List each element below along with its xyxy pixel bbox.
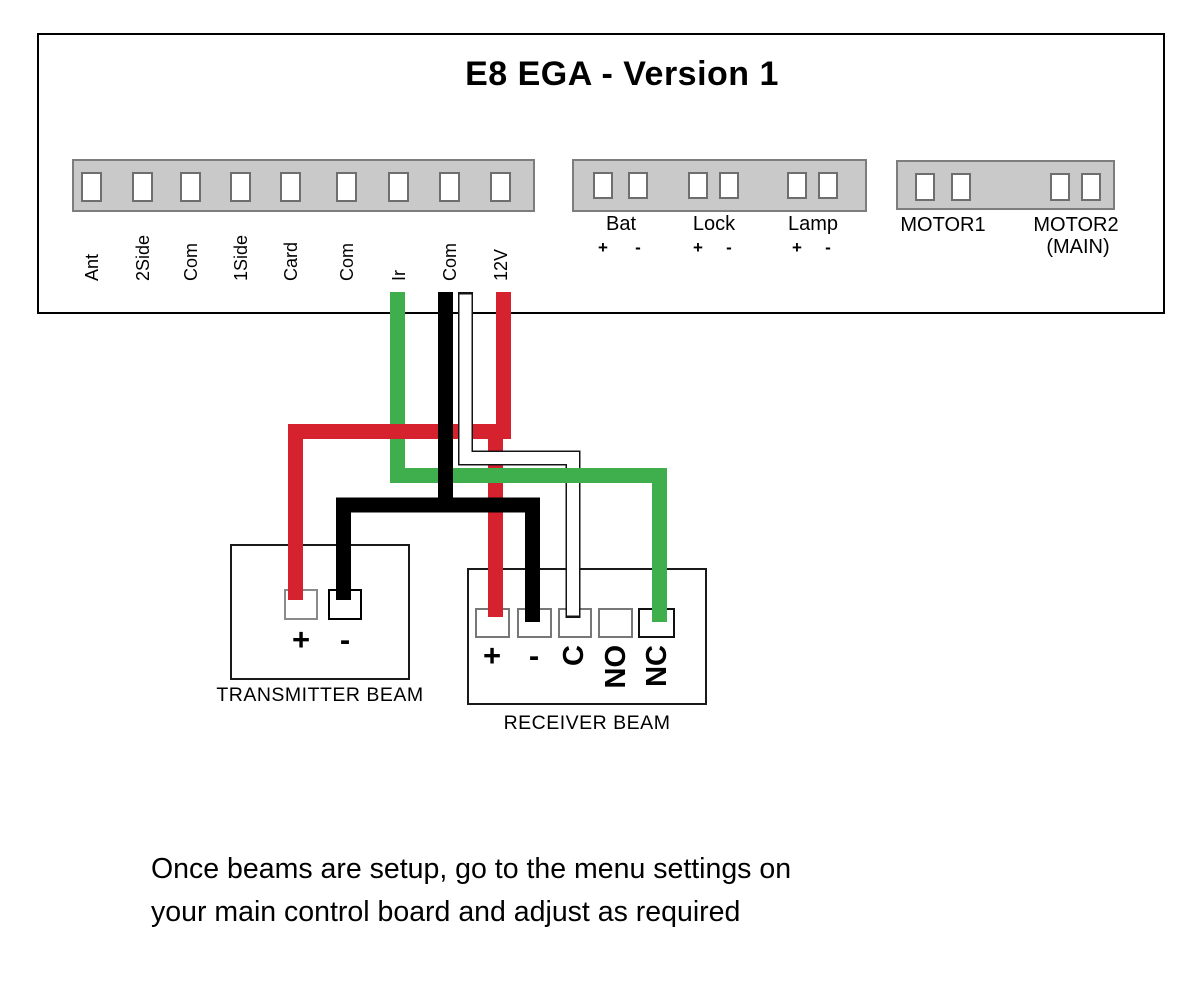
terminal-bat-minus [628,172,648,199]
terminal-com-3 [439,172,460,202]
terminal-12v [490,172,511,202]
terminal-ant [81,172,102,202]
label-2side: 2Side [133,234,153,281]
transmitter-minus-label: - [339,622,351,657]
label-bat-plus: + [598,238,608,257]
label-motor1: MOTOR1 [900,214,986,236]
label-motor2: MOTOR2 [1033,214,1119,236]
label-motor2-main: (MAIN) [1046,236,1110,258]
terminal-lock-plus [688,172,708,199]
label-lock: Lock [692,213,736,235]
receiver-terminal-no [598,608,633,638]
terminal-motor2-b [1081,173,1101,201]
label-com-3: Com [440,242,460,281]
terminal-1side [230,172,251,202]
terminal-2side [132,172,153,202]
setup-note: Once beams are setup, go to the menu set… [151,848,1051,934]
terminal-motor2-a [1050,173,1070,201]
receiver-beam-label: RECEIVER BEAM [503,712,671,734]
receiver-plus-label: + [482,638,502,673]
label-lamp-plus: + [792,238,802,257]
transmitter-terminal-minus [328,589,362,620]
terminal-bat-plus [593,172,613,199]
transmitter-beam-box [230,544,410,680]
terminal-lamp-minus [818,172,838,199]
label-lamp-minus: - [825,238,831,257]
label-card: Card [281,241,301,281]
receiver-minus-label: - [528,638,540,673]
label-lamp: Lamp [787,213,839,235]
terminal-com-1 [180,172,201,202]
terminal-card [280,172,301,202]
receiver-terminal-nc [638,608,675,638]
label-bat: Bat [605,213,637,235]
terminal-lamp-plus [787,172,807,199]
setup-note-line1: Once beams are setup, go to the menu set… [151,853,792,885]
label-com-1: Com [181,242,201,281]
label-12v: 12V [491,248,511,281]
label-lock-minus: - [726,238,732,257]
setup-note-line2: your main control board and adjust as re… [151,896,741,928]
transmitter-plus-label: + [291,622,311,657]
terminal-com-2 [336,172,357,202]
label-bat-minus: - [635,238,641,257]
transmitter-terminal-plus [284,589,318,620]
label-com-2: Com [337,242,357,281]
receiver-terminal-plus [475,608,510,638]
label-ir: Ir [389,270,409,281]
label-1side: 1Side [231,234,251,281]
terminal-lock-minus [719,172,739,199]
label-lock-plus: + [693,238,703,257]
receiver-terminal-minus [517,608,552,638]
terminal-motor1-b [951,173,971,201]
board-title: E8 EGA - Version 1 [465,55,779,93]
terminal-ir [388,172,409,202]
terminal-motor1-a [915,173,935,201]
transmitter-beam-label: TRANSMITTER BEAM [216,684,424,706]
label-ant: Ant [82,253,102,281]
receiver-terminal-c [558,608,592,638]
